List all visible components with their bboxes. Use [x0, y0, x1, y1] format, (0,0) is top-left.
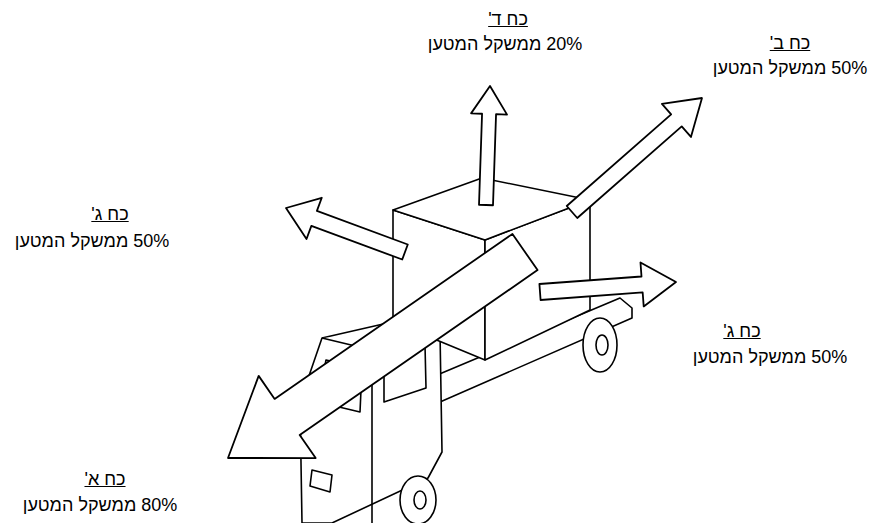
- force-arrows: [228, 86, 702, 458]
- rear-wheel-hub: [596, 335, 608, 355]
- force-name: כח ג': [723, 320, 760, 342]
- force-value: 50% ממשקל המטען: [713, 57, 868, 79]
- force-arrow-d: [471, 86, 507, 205]
- force-arrow-c-left: [286, 198, 408, 260]
- force-value: 20% ממשקל המטען: [428, 33, 583, 55]
- force-value: 80% ממשקל המטען: [23, 494, 178, 516]
- force-value: 50% ממשקל המטען: [15, 230, 170, 252]
- force-name: כח ד': [488, 8, 528, 30]
- force-arrow-c-right: [539, 263, 676, 307]
- force-arrow-a: [228, 234, 538, 458]
- front-wheel: [400, 476, 436, 523]
- force-name: כח ג': [91, 203, 128, 225]
- force-value: 50% ממשקל המטען: [693, 346, 848, 368]
- front-wheel-hub: [414, 491, 426, 509]
- force-name: כח ב': [770, 32, 811, 54]
- rear-wheel: [583, 318, 617, 372]
- force-arrow-b: [567, 98, 702, 218]
- force-name: כח א': [84, 468, 125, 490]
- headlight: [310, 470, 332, 492]
